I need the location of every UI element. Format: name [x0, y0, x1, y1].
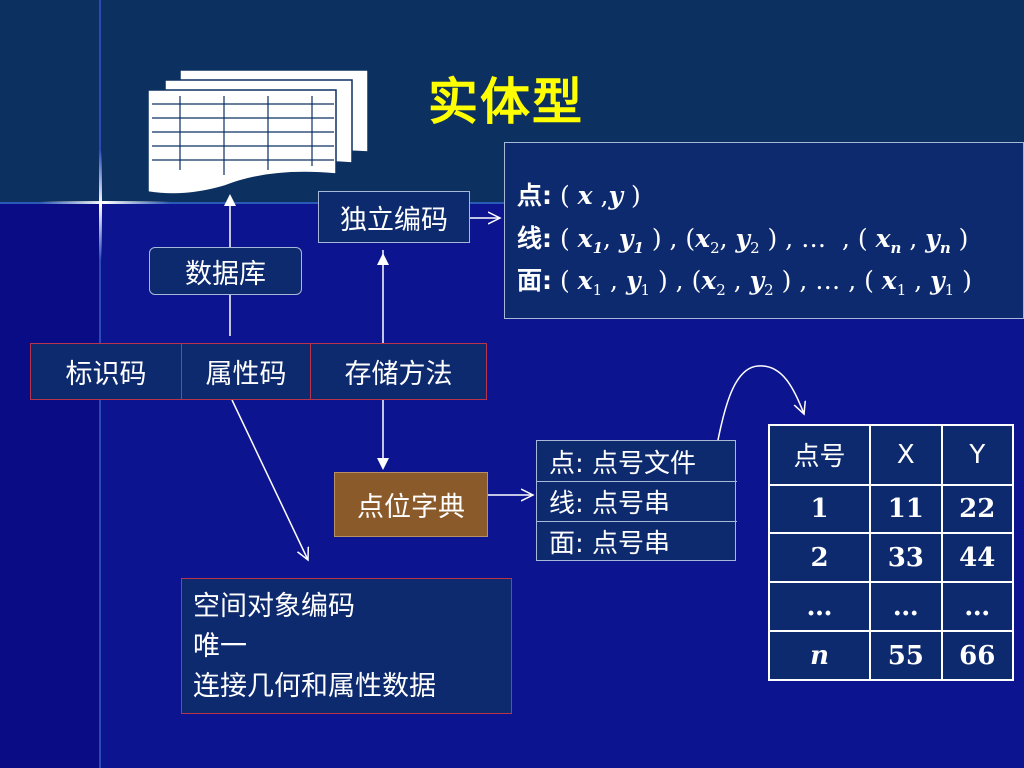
record-header-row: 标识码 属性码 存储方法 [30, 343, 487, 400]
coordinate-box: 点: ( x ,y ) 线: ( x1, y1 ) , (x2, y2 ) , … [504, 142, 1024, 319]
spatial-line-3: 连接几何和属性数据 [193, 671, 436, 702]
point-coords-line: 点: ( x ,y ) [517, 176, 641, 212]
point-file-line: 点: 点号文件 [549, 448, 697, 479]
point-dictionary-box: 点位字典 [334, 472, 488, 537]
area-label: 面: [517, 266, 552, 295]
table-cell: 11 [869, 483, 943, 535]
table-cell: 44 [940, 532, 1015, 584]
area-formula: ( x1 , y1 ) , (x2 , y2 ) , … , ( x1 , y1… [559, 266, 972, 299]
table-cell: … [940, 581, 1015, 633]
table-cell: 2 [767, 532, 872, 584]
point-table: 点号 X Y 1 11 22 2 33 44 … … … n 55 66 [767, 424, 1015, 681]
point-label: 点: [517, 181, 552, 210]
table-row: n 55 66 [767, 630, 1015, 681]
table-cell: 1 [767, 483, 872, 535]
line-label: 线: [517, 224, 552, 253]
database-box: 数据库 [149, 247, 302, 295]
col-header-y: Y [940, 424, 1015, 486]
sparkle-horizontal [40, 201, 170, 204]
col-header-point-id: 点号 [767, 424, 872, 486]
header-to-spatial-arrow [231, 399, 308, 560]
table-header-row: 点号 X Y [767, 424, 1015, 486]
point-formula: ( x ,y ) [559, 181, 641, 210]
table-cell: 55 [869, 630, 943, 681]
storage-method-cell: 存储方法 [344, 359, 453, 390]
table-cell: 22 [940, 483, 1015, 535]
document-stack-icon [147, 69, 369, 195]
line-formula: ( x1, y1 ) , (x2, y2 ) , … , ( xn , yn ) [559, 224, 969, 257]
area-coords-line: 面: ( x1 , y1 ) , (x2 , y2 ) , … , ( x1 ,… [517, 261, 972, 299]
table-row: 2 33 44 [767, 532, 1015, 584]
table-row: 1 11 22 [767, 483, 1015, 535]
spatial-line-1: 空间对象编码 [193, 591, 355, 622]
storage-file-box: 点: 点号文件 线: 点号串 面: 点号串 [536, 440, 737, 561]
table-row: … … … [767, 581, 1015, 633]
area-file-line: 面: 点号串 [537, 521, 737, 561]
spatial-code-box: 空间对象编码 唯一 连接几何和属性数据 [181, 578, 512, 714]
sparkle-vertical [99, 150, 102, 260]
line-file-line: 线: 点号串 [537, 481, 737, 521]
left-band [0, 203, 100, 768]
independent-code-box: 独立编码 [318, 191, 470, 243]
attribute-code-cell: 属性码 [182, 344, 311, 399]
line-coords-line: 线: ( x1, y1 ) , (x2, y2 ) , … , ( xn , y… [517, 219, 968, 257]
table-cell: 33 [869, 532, 943, 584]
col-header-x: X [869, 424, 943, 486]
table-cell: n [767, 630, 872, 681]
table-cell: … [869, 581, 943, 633]
table-cell: … [767, 581, 872, 633]
identifier-code-cell: 标识码 [31, 344, 182, 399]
page-title: 实体型 [428, 73, 584, 131]
files-to-table-curve [711, 365, 804, 471]
spatial-line-2: 唯一 [193, 631, 247, 662]
table-cell: 66 [940, 630, 1015, 681]
